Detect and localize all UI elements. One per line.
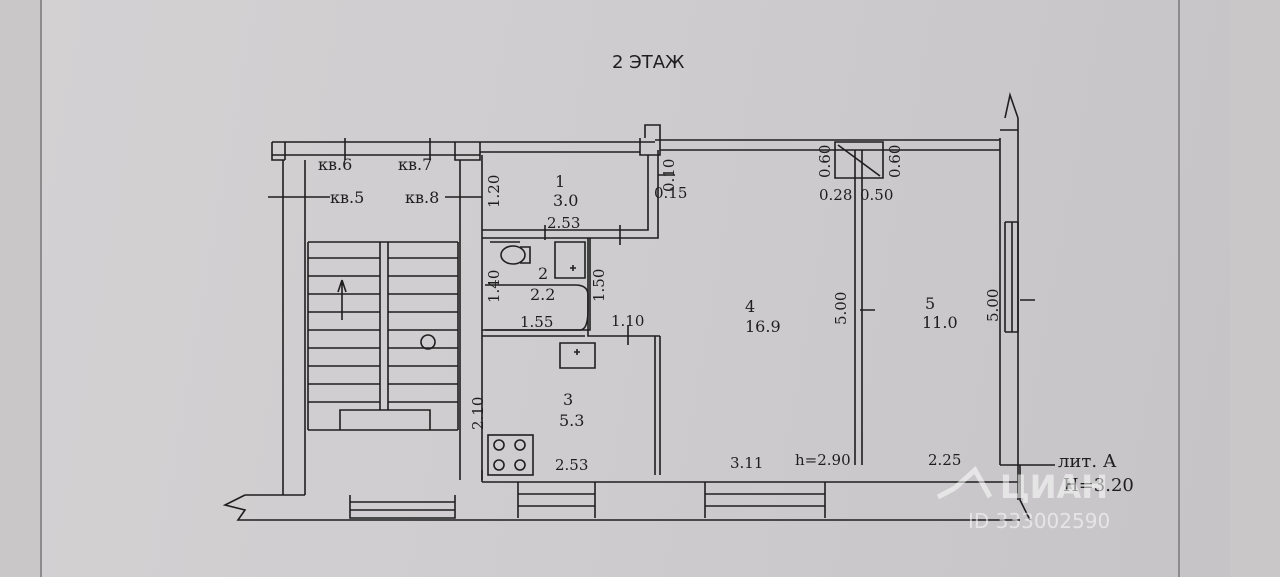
dim-0-50: 0.50 [860, 186, 893, 204]
dim-5-00-right: 5.00 [984, 289, 1002, 322]
kitchen-window [517, 482, 596, 518]
dim-2-53-top: 2.53 [547, 214, 580, 232]
room-1-number: 1 [555, 172, 565, 191]
dim-0-15: 0.15 [654, 184, 687, 202]
room-2-area: 2.2 [530, 285, 555, 304]
room4-window [704, 482, 826, 518]
room-5-number: 5 [925, 294, 935, 313]
room-4-area: 16.9 [745, 317, 781, 336]
stair-wall-left [282, 160, 306, 495]
top-wall-mid [480, 141, 655, 153]
room-2-number: 2 [538, 264, 548, 283]
dim-3-11: 3.11 [730, 454, 763, 472]
room-3-number: 3 [563, 390, 573, 409]
floor-title: 2 ЭТАЖ [612, 52, 685, 73]
top-wall-left [272, 141, 480, 156]
watermark-brand: ЦИАН [1000, 468, 1108, 506]
watermark: ЦИАН ID 333002590 [936, 466, 1110, 533]
room-1-area: 3.0 [553, 191, 578, 210]
dim-1-55: 1.55 [520, 313, 553, 331]
sheet-right-edge [1178, 0, 1180, 577]
cian-logo-icon [936, 466, 993, 500]
dim-1-20: 1.20 [485, 175, 503, 208]
lit-label: лит. А [1058, 451, 1117, 472]
stair-label-kv8: кв.8 [405, 188, 439, 207]
dim-2-53-bottom: 2.53 [555, 456, 588, 474]
dim-1-50: 1.50 [590, 269, 608, 302]
dim-0-28: 0.28 [819, 186, 852, 204]
room-3-area: 5.3 [559, 411, 584, 430]
stair-label-kv5: кв.5 [330, 188, 364, 207]
watermark-id: ID 333002590 [968, 509, 1110, 533]
stair-label-kv6: кв.6 [318, 155, 352, 174]
bottom-wall [245, 494, 1020, 521]
dim-5-00-left: 5.00 [832, 292, 850, 325]
top-wall-right [655, 139, 1000, 151]
stair-label-kv7: кв.7 [398, 155, 432, 174]
dim-0-10: 0.10 [660, 159, 678, 192]
room-5-area: 11.0 [922, 313, 958, 332]
dim-1-40: 1.40 [485, 270, 503, 303]
paper-sheet [40, 0, 1230, 577]
stair-window [349, 495, 456, 519]
dim-1-10: 1.10 [611, 312, 644, 330]
room-4-number: 4 [745, 297, 755, 316]
dim-0-60-left: 0.60 [816, 145, 834, 178]
dim-2-10: 2.10 [469, 397, 487, 430]
ceiling-height: h=2.90 [795, 451, 851, 469]
dim-2-25: 2.25 [928, 451, 961, 469]
height-label: H=3.20 [1063, 475, 1134, 496]
dim-0-60-right: 0.60 [886, 145, 904, 178]
stair-wall-right [459, 155, 483, 480]
window-right [1004, 221, 1019, 333]
sheet-left-edge [40, 0, 42, 577]
